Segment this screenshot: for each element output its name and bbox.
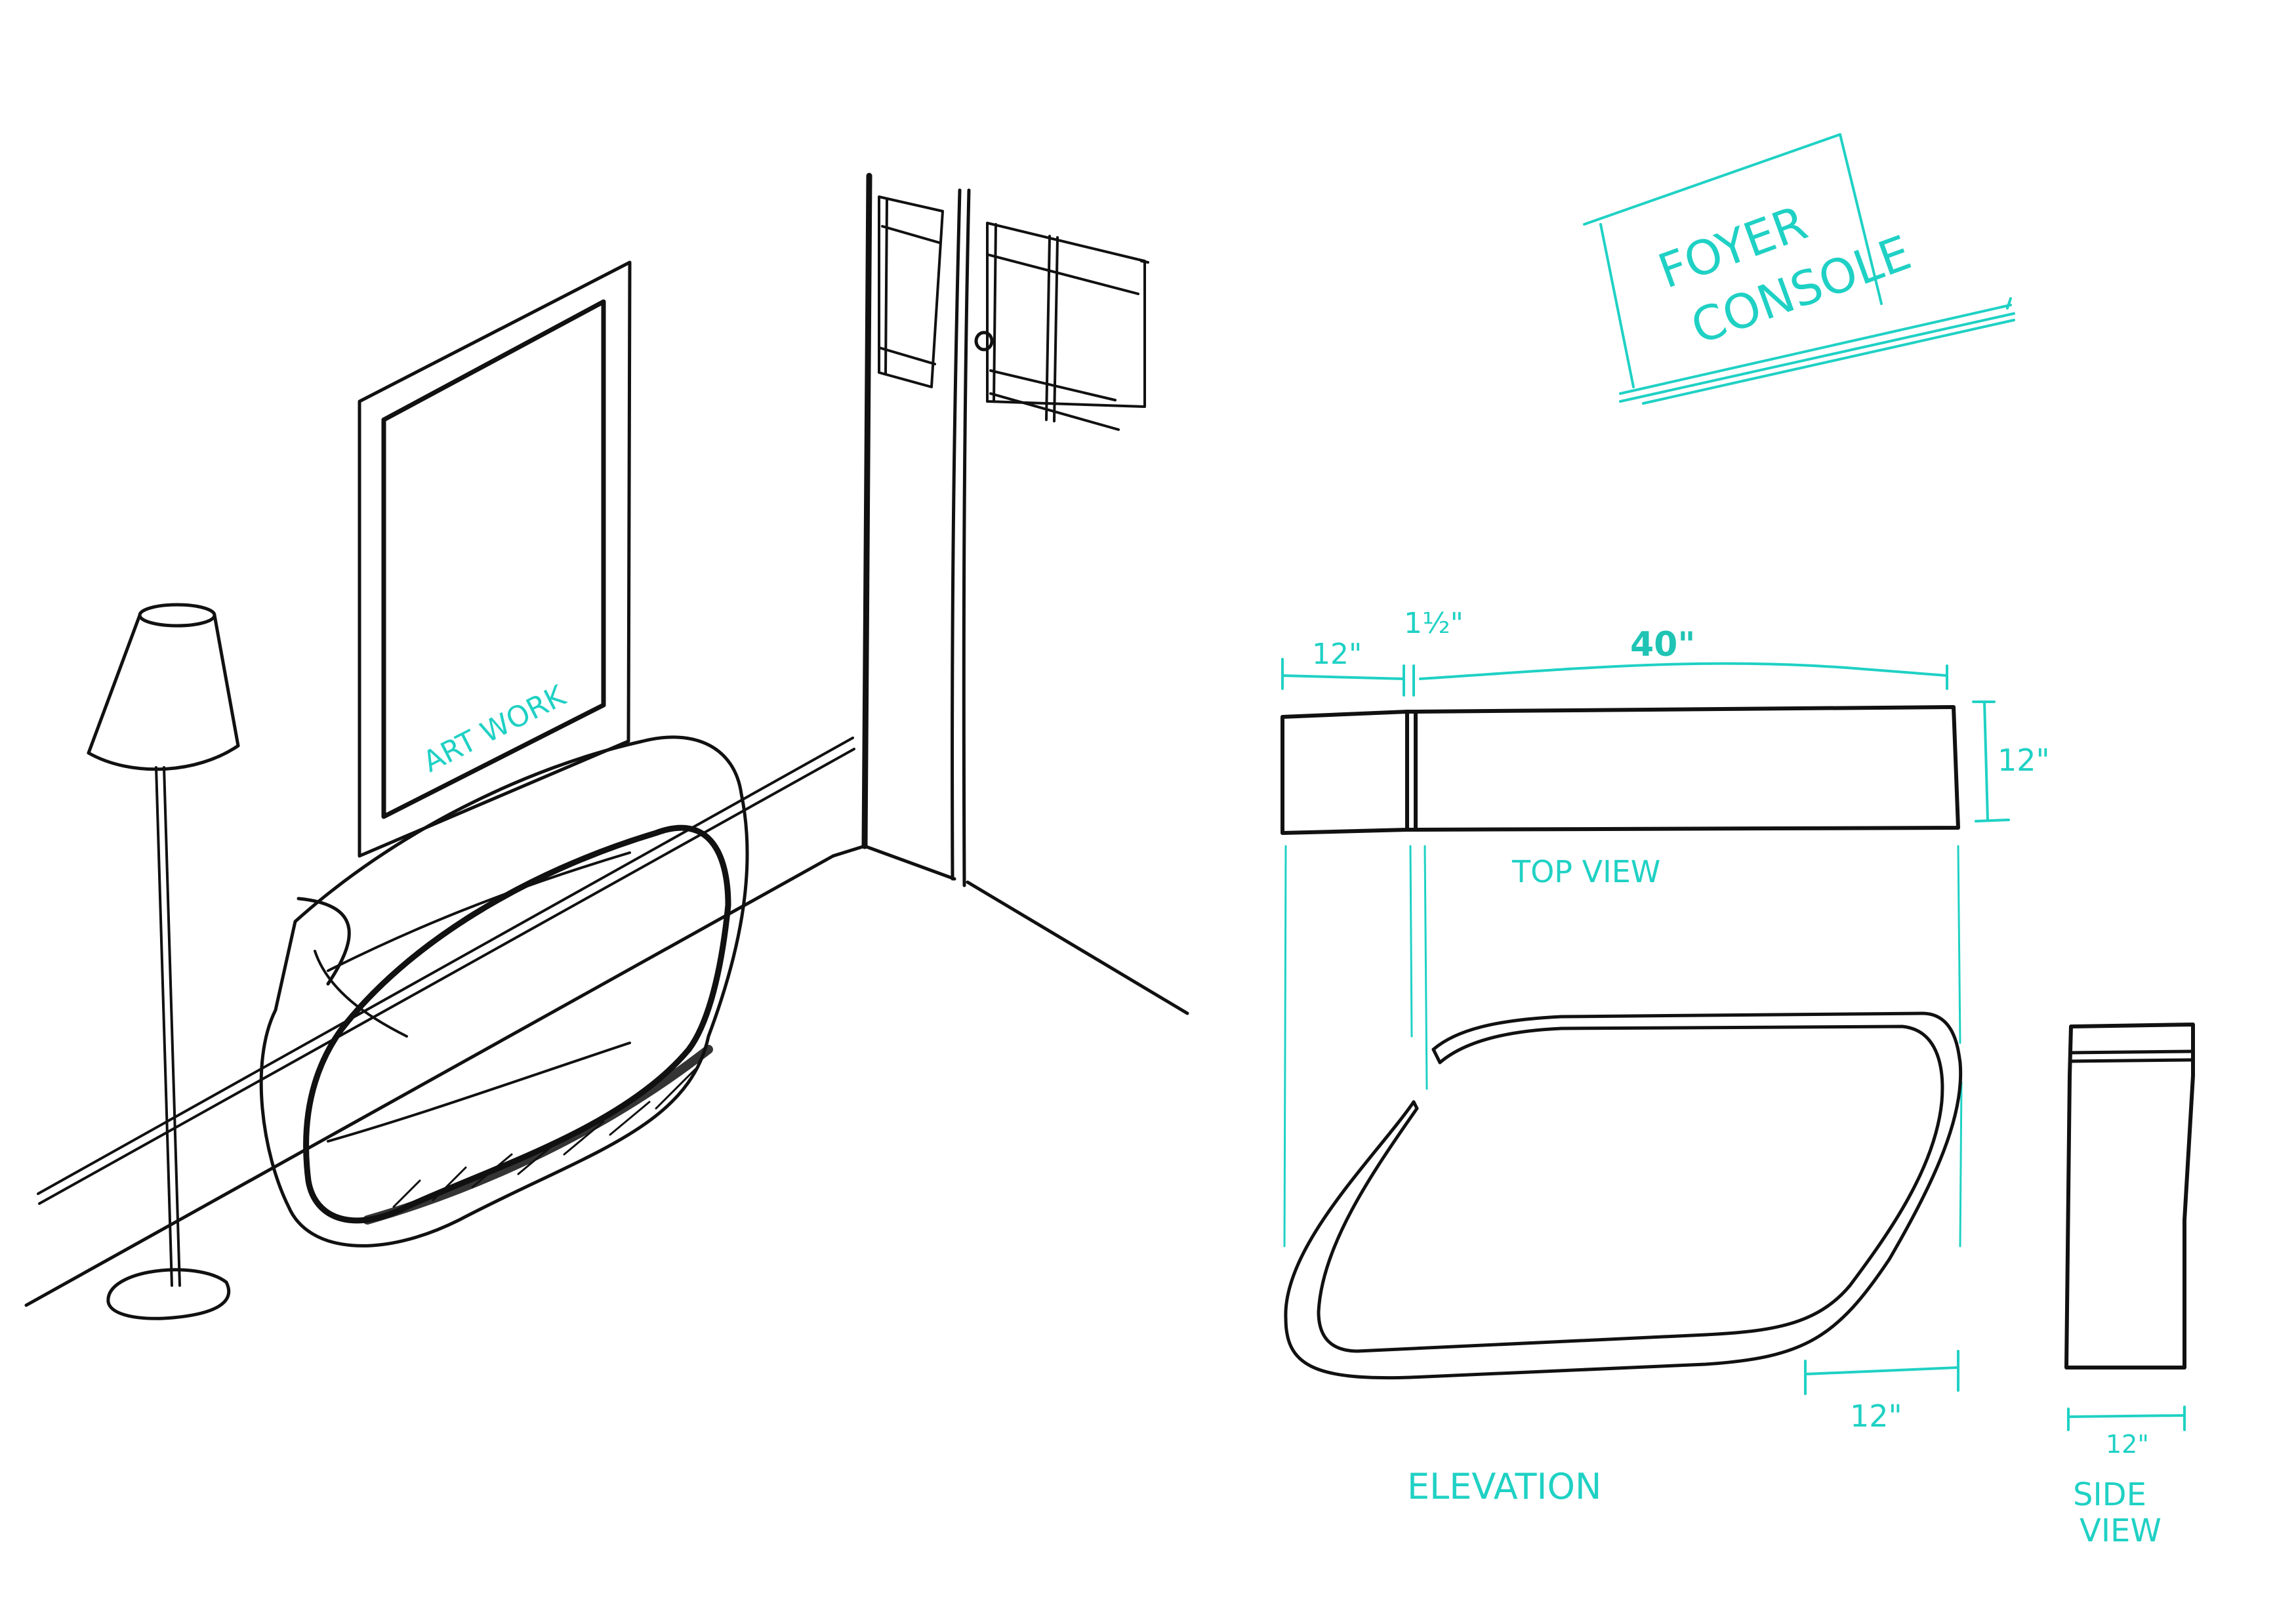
elevation-dim-foot: 12"	[1850, 1398, 1902, 1434]
artwork-label: ART WORK	[418, 679, 571, 779]
elevation-label: ELEVATION	[1407, 1466, 1601, 1507]
top-view-label: TOP VIEW	[1511, 854, 1660, 889]
side-view-label-line-1: SIDE	[2073, 1476, 2146, 1513]
perspective-sketch: ART WORK	[24, 172, 1189, 1320]
paneled-door	[878, 188, 1149, 887]
top-view-dim-left: 12"	[1312, 638, 1362, 671]
projection-lines	[1283, 845, 1963, 1248]
floor-lamp	[87, 603, 240, 1320]
elevation-view: 12" ELEVATION	[1284, 1011, 1963, 1507]
door-knob-icon	[974, 331, 994, 352]
side-view: 12" SIDE VIEW	[2064, 1023, 2195, 1549]
framed-artwork: ART WORK	[358, 260, 632, 858]
title-block: FOYER CONSOLE	[1583, 133, 2015, 405]
top-view-dim-main: 40"	[1630, 625, 1695, 664]
room-walls	[24, 172, 1189, 1307]
side-view-label-line-2: VIEW	[2080, 1512, 2162, 1549]
top-view: 12" 1½" 40" 12" TOP VIEW	[1281, 607, 2050, 889]
foyer-console-perspective	[259, 735, 749, 1248]
top-view-dim-depth: 12"	[1998, 742, 2050, 778]
side-view-dim-width: 12"	[2106, 1430, 2149, 1459]
top-view-dim-gap: 1½"	[1404, 607, 1464, 640]
